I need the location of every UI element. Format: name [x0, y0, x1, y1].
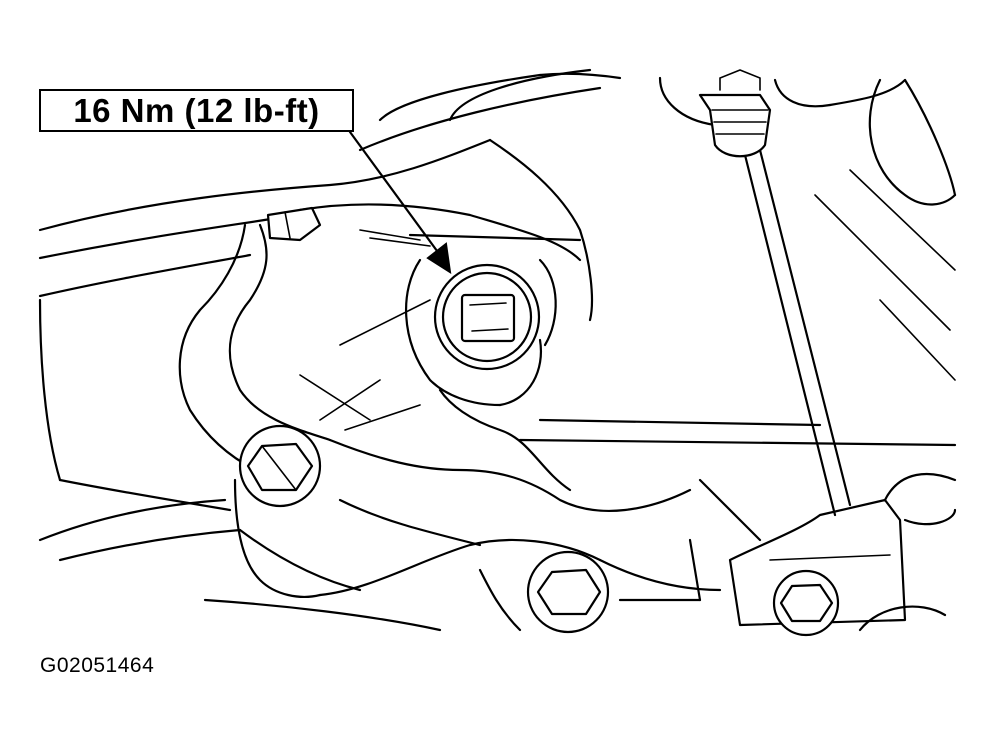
- hex-bolt-lower-center: [526, 550, 610, 634]
- fill-plug: [433, 263, 541, 371]
- plug-boss-outline: [298, 203, 582, 407]
- housing-upper-contours: [38, 68, 622, 322]
- housing-right-contours: [518, 76, 957, 517]
- hex-bolt-lower-right: [772, 569, 840, 637]
- lower-right-bracket: [728, 472, 957, 632]
- hex-bolt-bracket-left: [238, 424, 322, 508]
- callout-arrow: [348, 130, 452, 275]
- figure-id: G02051464: [40, 654, 155, 677]
- torque-label: 16 Nm (12 lb-ft): [73, 91, 320, 129]
- bracket-arm: [178, 223, 692, 512]
- stud-bolt-top-right: [698, 69, 772, 158]
- housing-lower-contours: [38, 298, 762, 632]
- hex-bolt-upper-left: [266, 206, 322, 242]
- torque-callout-box: 16 Nm (12 lb-ft): [39, 89, 354, 132]
